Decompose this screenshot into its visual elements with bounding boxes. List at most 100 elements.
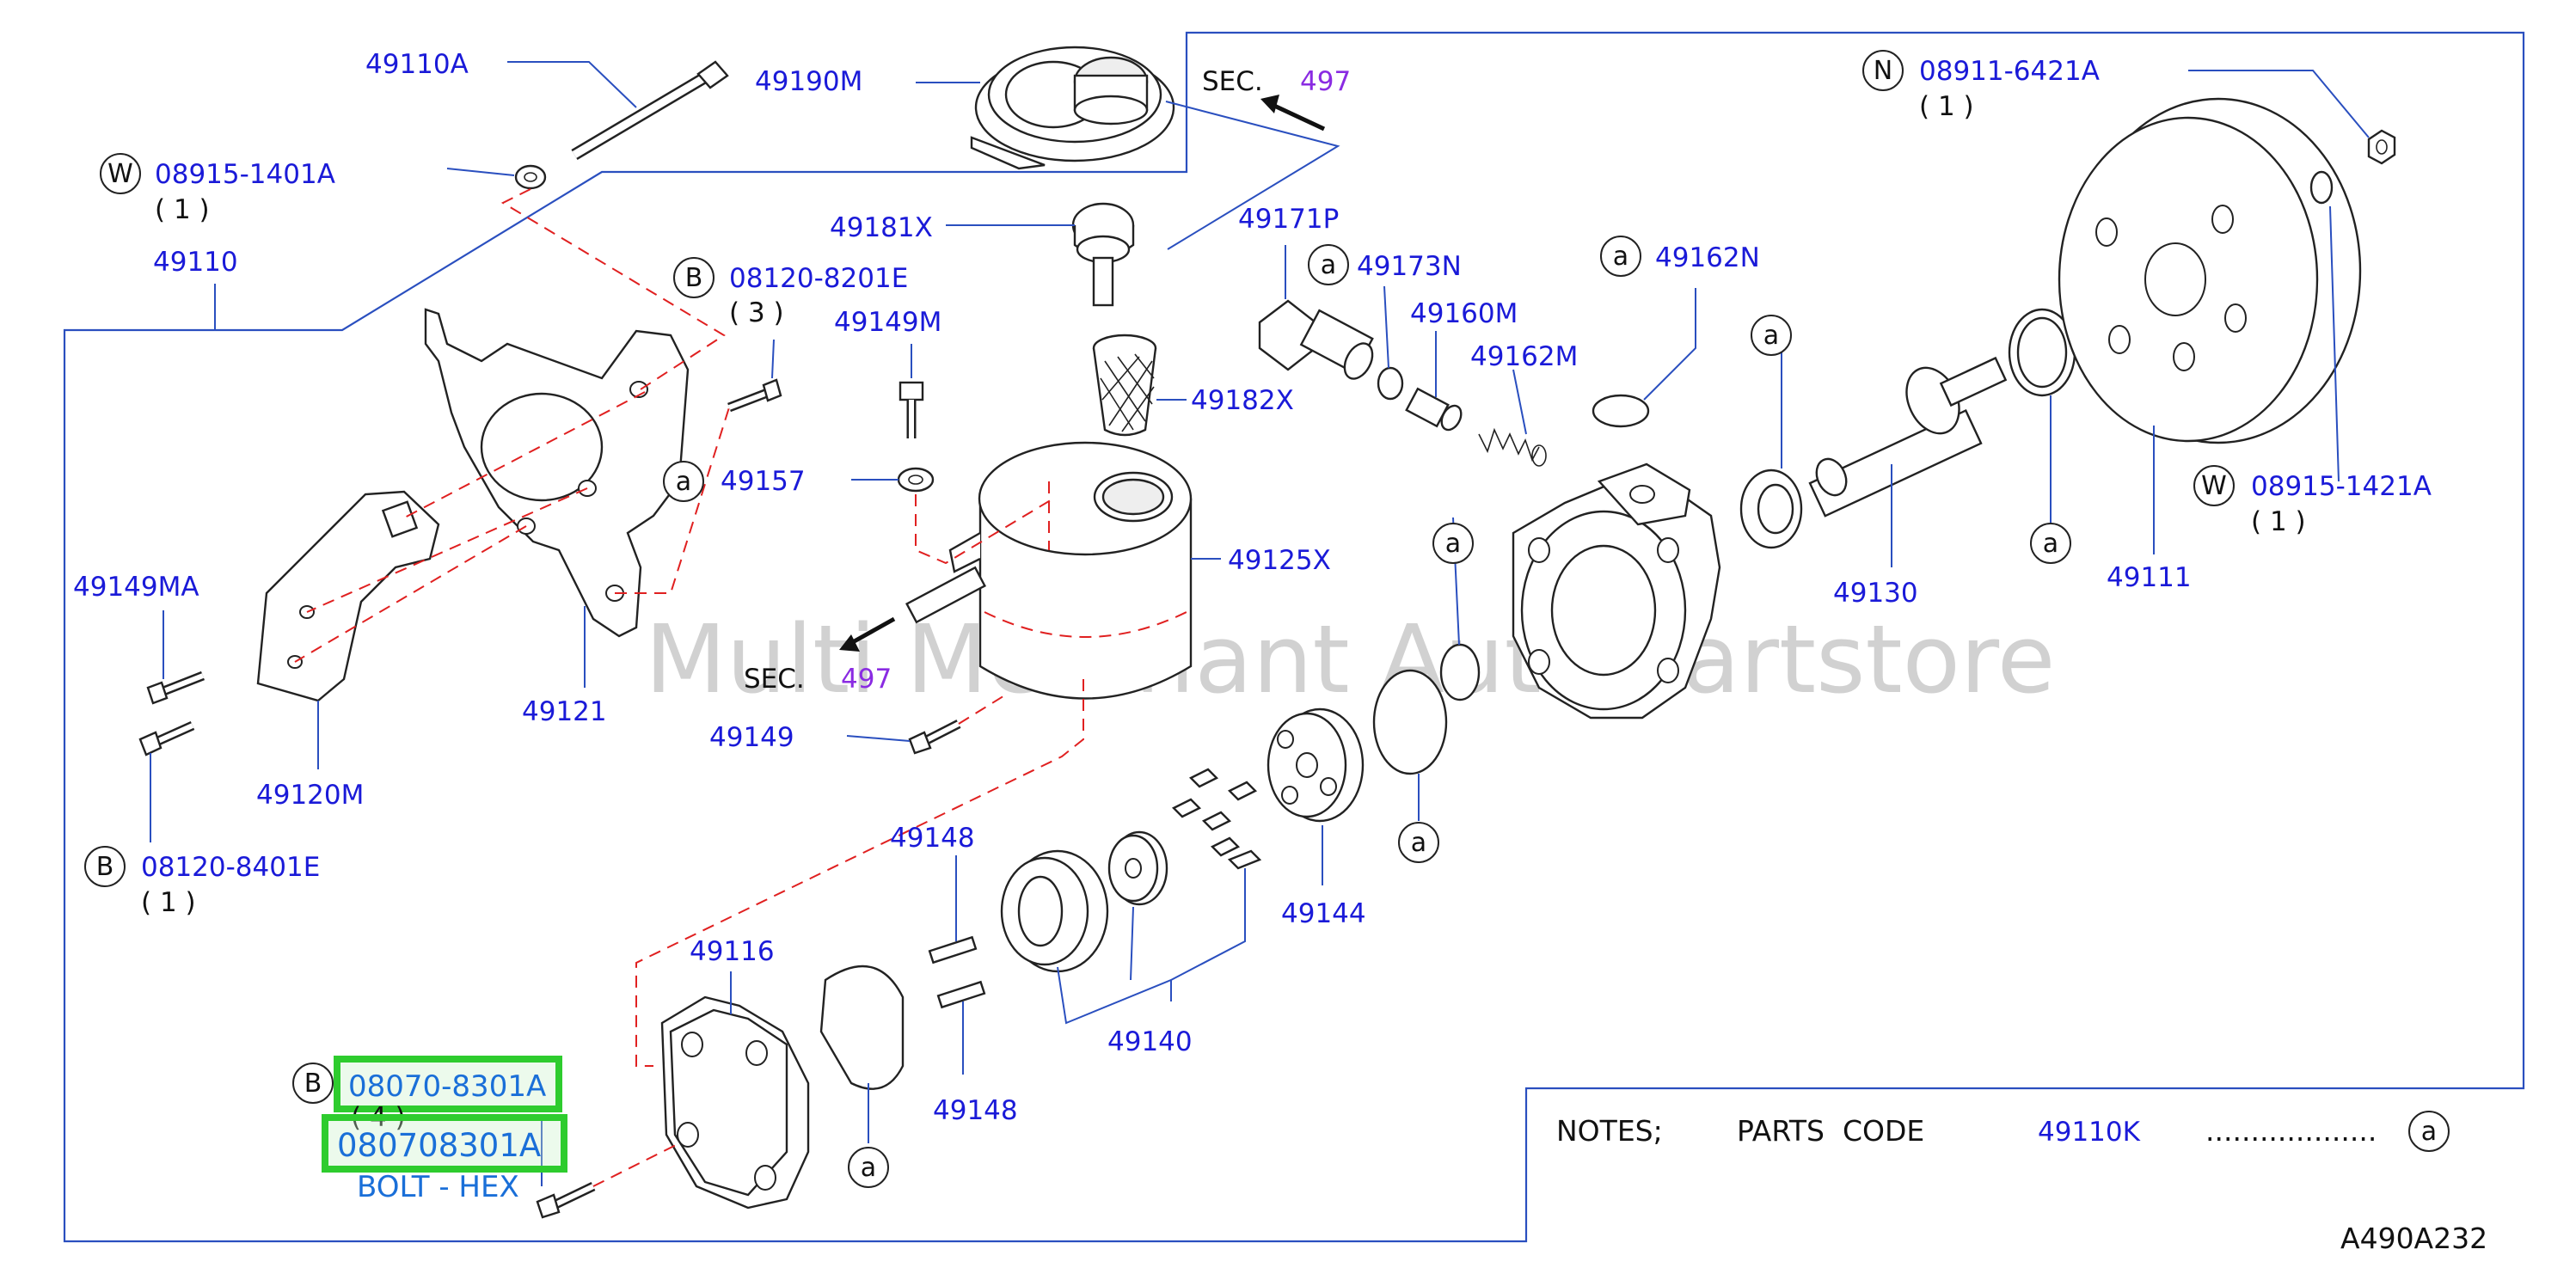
part-label-08915-1401a: W 08915-1401A ( 1 )	[100, 153, 335, 225]
vanes-drawing[interactable]	[1171, 768, 1262, 870]
pin-49148-upper-drawing[interactable]	[928, 935, 978, 965]
sec-arrow-lower	[839, 616, 896, 652]
svg-text:08120-8401E: 08120-8401E	[141, 852, 320, 883]
bracket-49120m-drawing[interactable]	[256, 490, 440, 702]
bolt-08120-8401e-drawing[interactable]	[138, 720, 195, 756]
highlight-part-number: 08070-8301A	[348, 1069, 546, 1104]
gasket-round-drawing[interactable]	[1372, 669, 1448, 775]
a-marker-gasket-round: a	[1398, 822, 1439, 863]
strainer-49182x-drawing[interactable]	[1092, 334, 1157, 437]
bolt-49149ma-drawing[interactable]	[146, 671, 205, 705]
part-label-49162n: 49162N	[1655, 242, 1760, 273]
svg-text:B: B	[304, 1069, 322, 1099]
cap-49181x-drawing[interactable]	[1071, 202, 1135, 307]
alignment-dashes	[294, 188, 1084, 1187]
svg-text:497: 497	[841, 664, 892, 695]
svg-text:B: B	[96, 852, 114, 882]
part-label-49140: 49140	[1107, 1026, 1193, 1057]
bolt-08120-8201e-drawing[interactable]	[727, 378, 782, 413]
rear-housing-49116-drawing[interactable]	[660, 995, 810, 1210]
part-label-49149: 49149	[709, 722, 794, 753]
spring-49162m-drawing[interactable]	[1478, 427, 1547, 467]
bracket-49121-drawing[interactable]	[424, 308, 690, 638]
gasket-small-drawing[interactable]	[1439, 643, 1481, 701]
nut-08911-6421a-drawing[interactable]	[2367, 129, 2396, 165]
bolt-49149-drawing[interactable]	[908, 720, 961, 755]
highlighted-part-08070-8301a[interactable]: B 08070-8301A ( 4 ) 080708301A BOLT - HE…	[292, 1056, 567, 1204]
svg-text:W: W	[107, 159, 133, 189]
washer-hole	[524, 172, 537, 182]
bolt-49149m-drawing[interactable]	[899, 381, 924, 438]
svg-text:( 3 ): ( 3 )	[729, 297, 784, 328]
shaft-49130-drawing[interactable]	[1808, 356, 2008, 518]
part-label-49149m: 49149M	[834, 307, 941, 338]
part-label-49182x: 49182X	[1191, 385, 1294, 416]
part-label-49173n: 49173N	[1357, 251, 1462, 282]
part-label-49181x: 49181X	[830, 212, 933, 243]
washer-hole	[908, 475, 923, 485]
part-label-08120-8401e: B 08120-8401E ( 1 )	[84, 846, 320, 918]
rotor-drawing[interactable]	[1107, 830, 1168, 906]
a-marker-49162n: a	[1600, 236, 1641, 277]
part-label-49148-upper: 49148	[890, 823, 975, 854]
highlight-description: BOLT - HEX	[357, 1170, 519, 1204]
pulley-49111-drawing[interactable]	[2058, 97, 2362, 444]
a-marker-snap: a	[2030, 523, 2071, 564]
notes-dots: ...................	[2205, 1114, 2377, 1148]
svg-text:08915-1401A: 08915-1401A	[155, 159, 335, 190]
sec-label-lower[interactable]: SEC. 497	[744, 664, 892, 695]
a-marker-49157: a	[663, 461, 704, 502]
parts-code-label: PARTS CODE	[1737, 1114, 1924, 1148]
part-labels: 49110A 49190M W 08915-1401A ( 1 ) 49110 …	[73, 49, 2432, 1126]
washer-08915-1401a-drawing[interactable]	[514, 164, 547, 190]
svg-text:W: W	[2201, 471, 2227, 501]
fitting-49171p-drawing[interactable]	[1258, 299, 1378, 383]
part-label-49160m: 49160M	[1410, 298, 1518, 329]
svg-text:( 1 ): ( 1 )	[141, 887, 196, 918]
washer-49157-drawing[interactable]	[897, 467, 935, 493]
part-label-49162m: 49162M	[1470, 341, 1578, 372]
notes-symbol: a	[2421, 1117, 2437, 1147]
svg-text:B: B	[685, 263, 703, 293]
svg-text:08915-1421A: 08915-1421A	[2251, 471, 2432, 502]
part-label-49171p: 49171P	[1238, 204, 1339, 235]
bolt-08070-8301a-drawing[interactable]	[536, 1182, 596, 1219]
part-label-49111: 49111	[2107, 562, 2192, 593]
gasket-rear-drawing[interactable]	[819, 965, 905, 1090]
highlight-part-number-compact: 080708301A	[337, 1127, 541, 1164]
a-marker-gasket-small: a	[1432, 523, 1474, 564]
reservoir-49125x-drawing[interactable]	[905, 441, 1193, 700]
svg-text:( 1 ): ( 1 )	[155, 194, 210, 225]
svg-text:a: a	[1411, 828, 1426, 858]
part-label-08915-1421a: W 08915-1421A ( 1 )	[2193, 465, 2432, 537]
part-label-49110: 49110	[153, 247, 238, 278]
sec-label-upper[interactable]: SEC. 497	[1202, 66, 1351, 97]
gasket-49162n-drawing[interactable]	[1592, 394, 1650, 428]
washer-08915-1421a-drawing[interactable]	[2309, 170, 2334, 205]
svg-text:a: a	[1445, 529, 1461, 559]
svg-text:a: a	[861, 1153, 876, 1183]
cam-ring-drawing[interactable]	[1000, 849, 1109, 973]
part-label-49148-lower: 49148	[933, 1095, 1018, 1126]
seal-drawing[interactable]	[1739, 469, 1803, 549]
part-label-49125x: 49125X	[1228, 545, 1331, 576]
snap-ring-drawing[interactable]	[2008, 308, 2076, 397]
oring-49173n-drawing[interactable]	[1377, 366, 1404, 401]
cap-49190m-drawing[interactable]	[970, 46, 1175, 170]
bolt-49110a-drawing[interactable]	[571, 60, 729, 161]
highlight-box-upper	[334, 1056, 562, 1112]
svg-text:08911-6421A: 08911-6421A	[1919, 56, 2100, 87]
pin-49148-lower-drawing[interactable]	[936, 980, 986, 1009]
diagram-frame	[63, 31, 2525, 1243]
part-label-08120-8201e: B 08120-8201E ( 3 )	[673, 257, 908, 328]
svg-text:N: N	[1874, 56, 1892, 86]
a-marker-49173n: a	[1308, 244, 1349, 285]
plate-49144-drawing[interactable]	[1267, 707, 1365, 823]
part-label-49149ma: 49149MA	[73, 572, 199, 603]
valve-49160m-drawing[interactable]	[1405, 387, 1465, 433]
highlight-box-lower	[322, 1114, 567, 1173]
diagram-code: A490A232	[2340, 1222, 2487, 1255]
a-marker-seal: a	[1751, 315, 1792, 356]
pump-body-drawing[interactable]	[1512, 462, 1721, 720]
part-label-49190m: 49190M	[755, 66, 862, 97]
